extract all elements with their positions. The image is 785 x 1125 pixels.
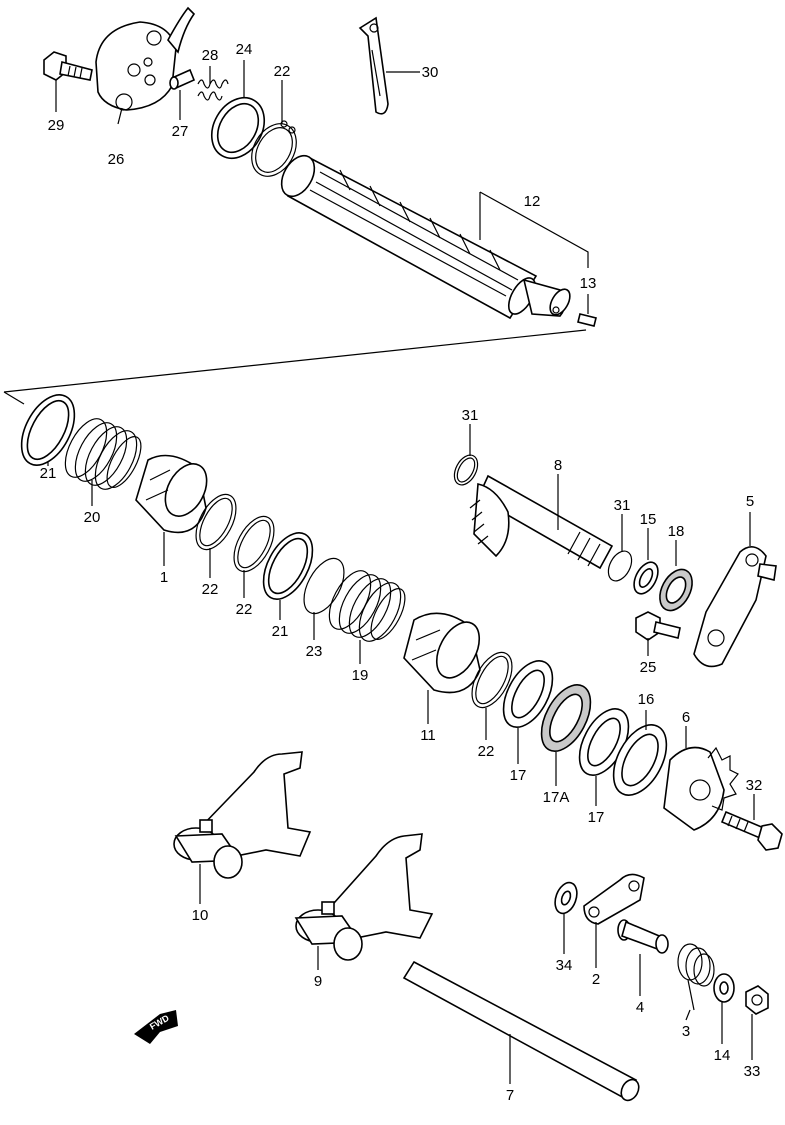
part-5-shift-arm — [693, 546, 777, 668]
part-6-cam-gear — [663, 746, 739, 831]
part-4-bolt — [617, 919, 669, 954]
part-22-circlip — [233, 515, 275, 573]
part-31-circlip — [453, 454, 479, 486]
part-24-washer — [210, 97, 266, 159]
label-22-top: 22 — [274, 63, 291, 80]
label-7: 7 — [506, 1087, 514, 1104]
label-14: 14 — [714, 1047, 731, 1064]
part-18-oil-seal — [659, 568, 693, 612]
label-25: 25 — [640, 659, 657, 676]
part-27-pin — [169, 68, 196, 90]
part-17-washer — [502, 660, 554, 728]
label-6: 6 — [682, 709, 690, 726]
label-33: 33 — [744, 1063, 761, 1080]
part-11-collar — [403, 612, 481, 694]
part-21-washer — [20, 394, 76, 466]
part-17A-bearing — [540, 684, 592, 752]
label-31-top: 31 — [462, 407, 479, 424]
part-13-pin — [577, 313, 597, 327]
label-17-b: 17 — [588, 809, 605, 826]
part-31-circlip — [607, 550, 633, 582]
part-22-circlip — [195, 493, 237, 551]
part-23-ring — [303, 557, 345, 615]
label-15: 15 — [640, 511, 657, 528]
label-8: 8 — [554, 457, 562, 474]
part-16-washer — [612, 724, 668, 796]
label-10: 10 — [192, 907, 209, 924]
label-13: 13 — [580, 275, 597, 292]
label-26: 26 — [108, 151, 125, 168]
part-10-shift-fork — [173, 751, 312, 879]
label-21-left: 21 — [40, 465, 57, 482]
label-31-right: 31 — [614, 497, 631, 514]
part-8-shift-shaft — [469, 474, 614, 570]
label-1: 1 — [160, 569, 168, 586]
label-29: 29 — [48, 117, 65, 134]
label-32: 32 — [746, 777, 763, 794]
part-21-washer — [262, 532, 314, 600]
label-9: 9 — [314, 973, 322, 990]
label-22-c: 22 — [236, 601, 253, 618]
fwd-arrow-icon: FWD — [134, 1010, 178, 1044]
label-21-mid: 21 — [272, 623, 289, 640]
part-labels: 29 26 27 28 24 22 30 12 13 21 20 1 22 22… — [40, 41, 763, 1104]
label-17-a: 17 — [510, 767, 527, 784]
part-20-spring — [64, 418, 142, 490]
label-22-d: 22 — [478, 743, 495, 760]
label-5: 5 — [746, 493, 754, 510]
part-22-circlip — [471, 651, 513, 709]
part-33-nut — [745, 985, 769, 1015]
label-24: 24 — [236, 41, 253, 58]
label-19: 19 — [352, 667, 369, 684]
part-30-stopper — [358, 16, 389, 115]
label-22-b: 22 — [202, 581, 219, 598]
part-2-plate — [583, 873, 645, 925]
part-34-washer — [554, 881, 578, 915]
part-1-collar — [135, 454, 208, 534]
part-14-washer — [713, 973, 735, 1003]
part-9-shift-fork — [294, 833, 434, 961]
part-12-shift-cam — [280, 154, 571, 320]
label-17A: 17A — [543, 789, 570, 806]
part-32-bolt — [720, 810, 783, 851]
reference-line — [3, 329, 587, 405]
leader-lines — [47, 60, 755, 1084]
part-15-washer — [633, 561, 659, 595]
part-29-bolt — [43, 51, 93, 81]
label-30: 30 — [422, 64, 439, 81]
label-18: 18 — [668, 523, 685, 540]
label-34: 34 — [556, 957, 573, 974]
label-11: 11 — [420, 727, 436, 744]
label-28: 28 — [202, 47, 219, 64]
label-20: 20 — [84, 509, 101, 526]
part-19-spring — [328, 570, 406, 642]
label-12: 12 — [524, 193, 541, 210]
part-7-fork-shaft — [402, 960, 640, 1102]
label-2: 2 — [592, 971, 600, 988]
part-28-spring — [197, 79, 229, 101]
part-25-bolt — [635, 611, 681, 641]
part-26-plate — [95, 6, 196, 111]
label-16: 16 — [638, 691, 655, 708]
label-4: 4 — [636, 999, 644, 1016]
label-3: 3 — [682, 1023, 690, 1040]
part-22-circlip — [251, 120, 297, 177]
part-3-spring — [677, 943, 715, 1011]
label-27: 27 — [172, 123, 189, 140]
label-23: 23 — [306, 643, 323, 660]
